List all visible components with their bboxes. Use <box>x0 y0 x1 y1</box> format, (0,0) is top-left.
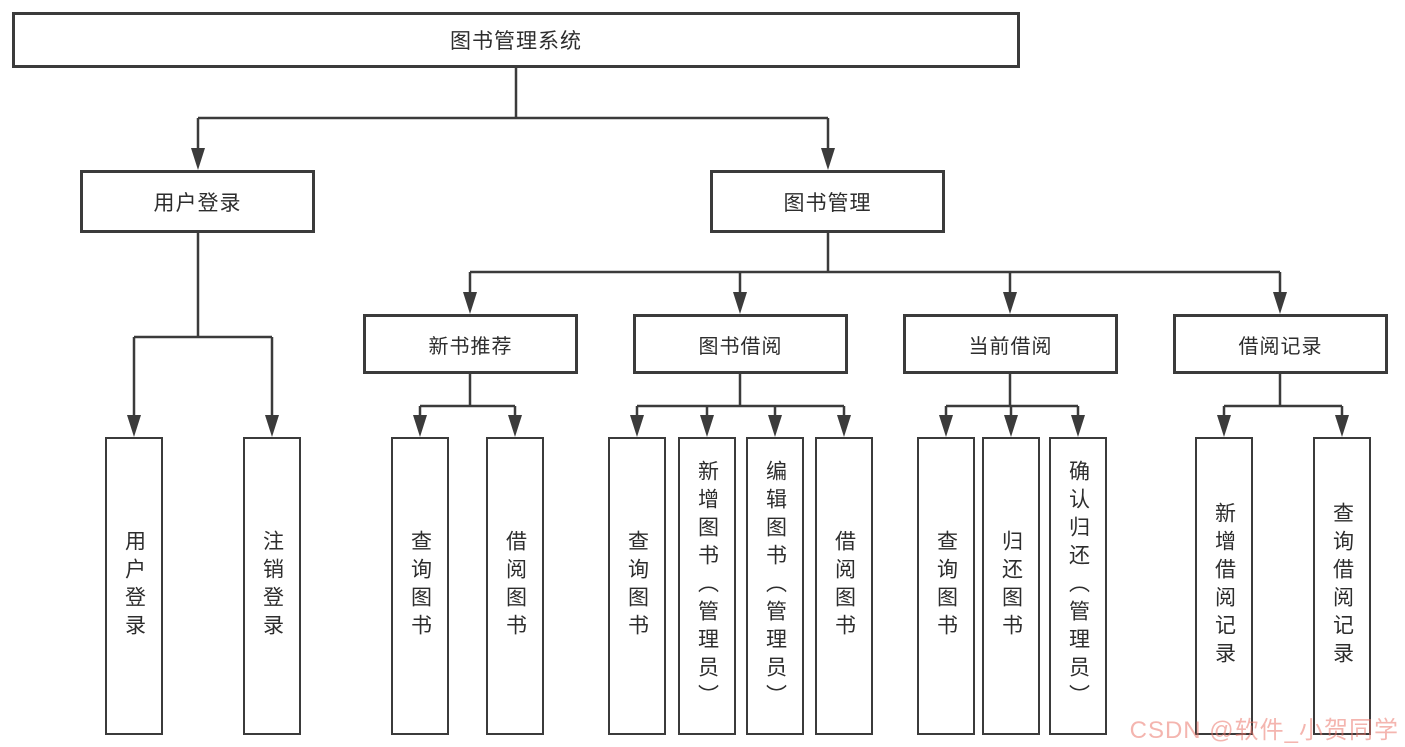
leaf-borrow-books-1: 借阅图书 <box>486 437 544 735</box>
node-new-book-recommend: 新书推荐 <box>363 314 578 374</box>
leaf-query-books-2: 查询图书 <box>608 437 666 735</box>
tree-edges <box>132 68 1344 420</box>
leaf-add-books-admin: 新增图书（管理员） <box>678 437 736 735</box>
node-label: 用户登录 <box>153 191 242 215</box>
node-label: 借阅图书 <box>832 530 856 642</box>
node-label: 借阅记录 <box>1238 335 1323 358</box>
node-label: 新增借阅记录 <box>1212 502 1236 670</box>
node-label: 用户登录 <box>122 530 146 642</box>
leaf-edit-books-admin: 编辑图书（管理员） <box>746 437 804 735</box>
node-borrow-records: 借阅记录 <box>1173 314 1388 374</box>
node-label: 查询图书 <box>625 530 649 642</box>
leaf-user-login: 用户登录 <box>105 437 163 735</box>
node-label: 归还图书 <box>999 530 1023 642</box>
node-label: 查询图书 <box>408 530 432 642</box>
node-label: 新书推荐 <box>428 335 513 358</box>
node-label: 确认归还（管理员） <box>1066 460 1090 712</box>
node-label: 查询图书 <box>934 530 958 642</box>
node-label: 查询借阅记录 <box>1330 502 1354 670</box>
node-user-login: 用户登录 <box>80 170 315 233</box>
leaf-query-books-1: 查询图书 <box>391 437 449 735</box>
node-label: 新增图书（管理员） <box>695 460 719 712</box>
node-label: 编辑图书（管理员） <box>763 460 787 712</box>
leaf-borrow-books-2: 借阅图书 <box>815 437 873 735</box>
arrowheads <box>127 148 1349 437</box>
leaf-confirm-return-admin: 确认归还（管理员） <box>1049 437 1107 735</box>
node-root: 图书管理系统 <box>12 12 1020 68</box>
node-label: 图书借阅 <box>698 335 783 358</box>
node-label: 当前借阅 <box>968 335 1053 358</box>
node-book-management: 图书管理 <box>710 170 945 233</box>
leaf-add-borrow-record: 新增借阅记录 <box>1195 437 1253 735</box>
node-label: 图书管理 <box>783 191 872 215</box>
node-root-label: 图书管理系统 <box>450 30 582 53</box>
leaf-logout: 注销登录 <box>243 437 301 735</box>
node-current-borrow: 当前借阅 <box>903 314 1118 374</box>
node-label: 注销登录 <box>260 530 284 642</box>
csdn-watermark: CSDN @软件_小贺同学 <box>1129 717 1399 744</box>
leaf-return-books: 归还图书 <box>982 437 1040 735</box>
node-label: 借阅图书 <box>503 530 527 642</box>
node-book-borrow: 图书借阅 <box>633 314 848 374</box>
leaf-query-books-3: 查询图书 <box>917 437 975 735</box>
leaf-query-borrow-record: 查询借阅记录 <box>1313 437 1371 735</box>
